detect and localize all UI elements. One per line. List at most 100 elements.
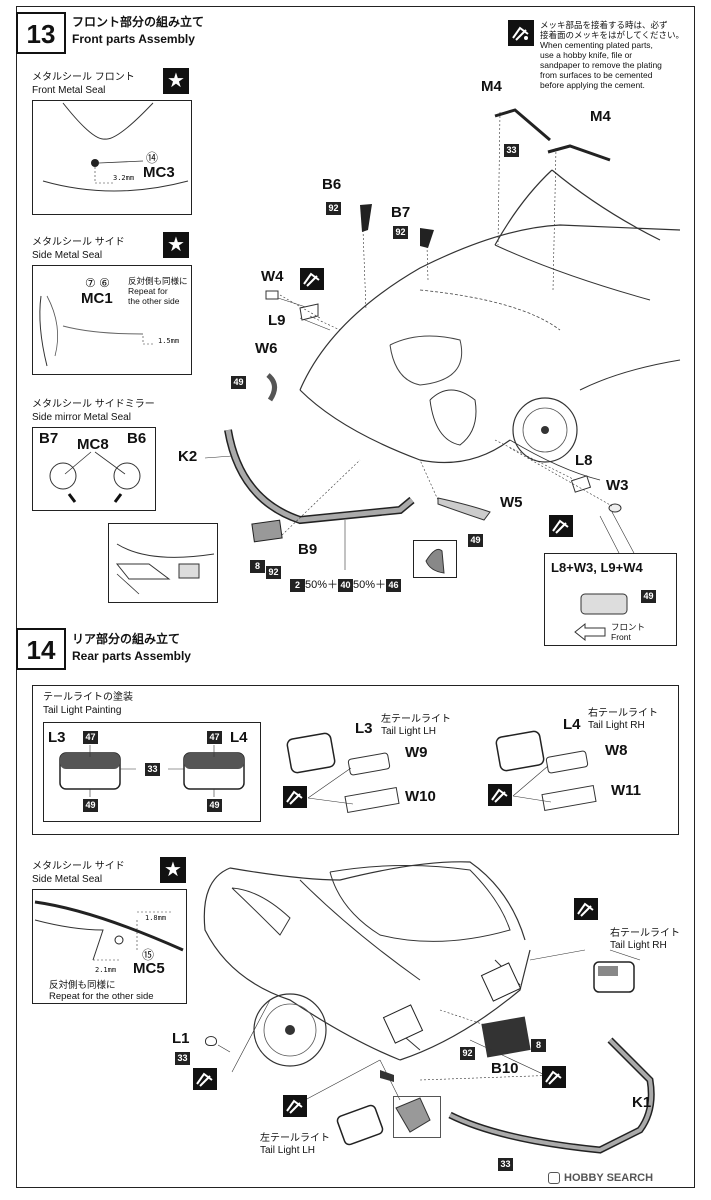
seal-mirror-box: B7 MC8 B6 bbox=[32, 427, 156, 511]
part-w9: W9 bbox=[405, 744, 428, 761]
seal-side-dim: 1.5mm bbox=[158, 337, 180, 345]
part-w3: W3 bbox=[606, 477, 629, 494]
lens-inset-box bbox=[393, 1096, 441, 1138]
plating-warning-icon bbox=[193, 1068, 217, 1090]
part-l9: L9 bbox=[268, 312, 286, 329]
part-l8: L8 bbox=[575, 452, 593, 469]
part-w6: W6 bbox=[255, 340, 278, 357]
part-b10: B10 bbox=[491, 1060, 519, 1077]
step-13-number: 13 bbox=[16, 12, 66, 54]
color-code-92: 92 bbox=[460, 1047, 475, 1060]
rear-seal-title-en: Side Metal Seal bbox=[32, 874, 103, 885]
part-m4-right: M4 bbox=[590, 108, 611, 125]
taillight-paint-left: L3 bbox=[48, 729, 66, 746]
part-l4: L4 bbox=[563, 716, 581, 733]
seal-side-repeat: 反対側も同様に Repeat for the other side bbox=[128, 276, 188, 306]
step-14-title-jp: リア部分の組み立て bbox=[72, 632, 181, 646]
taillight-paint-right: L4 bbox=[230, 729, 248, 746]
rear-seal-title-jp: メタルシール サイド bbox=[32, 861, 125, 872]
rear-seal-part: MC5 bbox=[133, 960, 165, 977]
seal-side-numbers: ⑦ ⑥ bbox=[85, 276, 110, 290]
seal-mirror-center: MC8 bbox=[77, 436, 109, 453]
rear-seal-box: 1.8mm ⑮ MC5 2.1mm 反対側も同様に Repeat for the… bbox=[32, 889, 187, 1004]
part-w8: W8 bbox=[605, 742, 628, 759]
color-code-92: 92 bbox=[266, 566, 281, 579]
color-code-46: 46 bbox=[386, 579, 402, 592]
part-w10: W10 bbox=[405, 788, 436, 805]
seal-side-part: MC1 bbox=[81, 290, 113, 307]
rh-label-en: Tail Light RH bbox=[588, 720, 645, 731]
l1-bulb bbox=[205, 1036, 217, 1046]
plating-warning-icon bbox=[508, 20, 534, 46]
color-code-49: 49 bbox=[83, 799, 98, 812]
color-code-92: 92 bbox=[393, 226, 408, 239]
rear-seal-dim2: 2.1mm bbox=[95, 966, 117, 974]
rear-lh-label-en: Tail Light LH bbox=[260, 1145, 316, 1156]
part-b7: B7 bbox=[391, 204, 411, 221]
color-code-33: 33 bbox=[145, 763, 160, 776]
inset-title: L8+W3, L9+W4 bbox=[551, 560, 643, 575]
seal-front-title-jp: メタルシール フロント bbox=[32, 72, 135, 83]
part-w5: W5 bbox=[500, 494, 523, 511]
plating-warning-icon bbox=[283, 786, 307, 808]
plating-warning-icon bbox=[549, 515, 573, 537]
seal-mirror-title-jp: メタルシール サイドミラー bbox=[32, 399, 155, 410]
part-l3: L3 bbox=[355, 720, 373, 737]
rear-rh-label-jp: 右テールライト bbox=[610, 928, 680, 939]
rh-label-jp: 右テールライト bbox=[588, 708, 658, 719]
step-14-number: 14 bbox=[16, 628, 66, 670]
color-code-33: 33 bbox=[504, 144, 519, 157]
seal-mirror-left: B7 bbox=[39, 430, 59, 447]
headlight-inset-box bbox=[108, 523, 218, 603]
star-icon: ★ bbox=[163, 68, 189, 94]
taillight-paint-box: L3 L4 47 47 33 49 49 bbox=[43, 722, 261, 822]
star-icon: ★ bbox=[163, 232, 189, 258]
part-k1: K1 bbox=[632, 1094, 652, 1111]
rear-seal-repeat: 反対側も同様に Repeat for the other side bbox=[49, 980, 154, 1002]
color-code-49: 49 bbox=[468, 534, 483, 547]
w5-inset-box bbox=[413, 540, 457, 578]
watermark-logo-icon bbox=[548, 1172, 560, 1184]
seal-front-dim: 3.2mm bbox=[113, 174, 135, 182]
star-icon: ★ bbox=[160, 857, 186, 883]
seal-mirror-right: B6 bbox=[127, 430, 147, 447]
seal-front-box: ⑭ MC3 3.2mm bbox=[32, 100, 192, 215]
color-code-47: 47 bbox=[83, 731, 98, 744]
color-code-8: 8 bbox=[250, 560, 265, 573]
color-code-49: 49 bbox=[641, 590, 656, 603]
color-code-49: 49 bbox=[207, 799, 222, 812]
part-w11: W11 bbox=[611, 782, 642, 799]
color-code-8: 8 bbox=[531, 1039, 546, 1052]
plating-note: メッキ部品を接着する時は、必ず 接着面のメッキをはがしてください。 When c… bbox=[540, 20, 684, 90]
rear-rh-label-en: Tail Light RH bbox=[610, 940, 667, 951]
plating-warning-icon bbox=[574, 898, 598, 920]
color-code-40: 40 bbox=[338, 579, 354, 592]
watermark: HOBBY SEARCH bbox=[548, 1172, 653, 1184]
seal-front-number: ⑭ bbox=[146, 151, 159, 165]
plating-warning-icon bbox=[542, 1066, 566, 1088]
lh-label-jp: 左テールライト bbox=[381, 714, 451, 725]
part-b9: B9 bbox=[298, 541, 318, 558]
seal-front-part: MC3 bbox=[143, 164, 175, 181]
seal-side-box: ⑦ ⑥ MC1 反対側も同様に Repeat for the other sid… bbox=[32, 265, 192, 375]
part-l1: L1 bbox=[172, 1030, 190, 1047]
step-13-title-jp: フロント部分の組み立て bbox=[72, 15, 205, 29]
step-13-title-en: Front parts Assembly bbox=[72, 32, 195, 46]
inset-front-label: フロント Front bbox=[611, 622, 646, 642]
part-k2: K2 bbox=[178, 448, 198, 465]
part-m4-left: M4 bbox=[481, 78, 502, 95]
seal-side-title-jp: メタルシール サイド bbox=[32, 237, 125, 248]
plating-warning-icon bbox=[283, 1095, 307, 1117]
color-code-49: 49 bbox=[231, 376, 246, 389]
seal-front-title-en: Front Metal Seal bbox=[32, 85, 106, 96]
taillight-paint-title-jp: テールライトの塗装 bbox=[43, 692, 133, 703]
rear-lh-label-jp: 左テールライト bbox=[260, 1133, 330, 1144]
plating-warning-icon bbox=[488, 784, 512, 806]
part-b6: B6 bbox=[322, 176, 342, 193]
rear-seal-number: ⑮ bbox=[142, 948, 155, 962]
part-w4: W4 bbox=[261, 268, 284, 285]
seal-side-title-en: Side Metal Seal bbox=[32, 250, 103, 261]
taillight-paint-title-en: Tail Light Painting bbox=[43, 705, 122, 716]
taillight-panel: テールライトの塗装 Tail Light Painting L3 L4 47 4… bbox=[32, 685, 679, 835]
